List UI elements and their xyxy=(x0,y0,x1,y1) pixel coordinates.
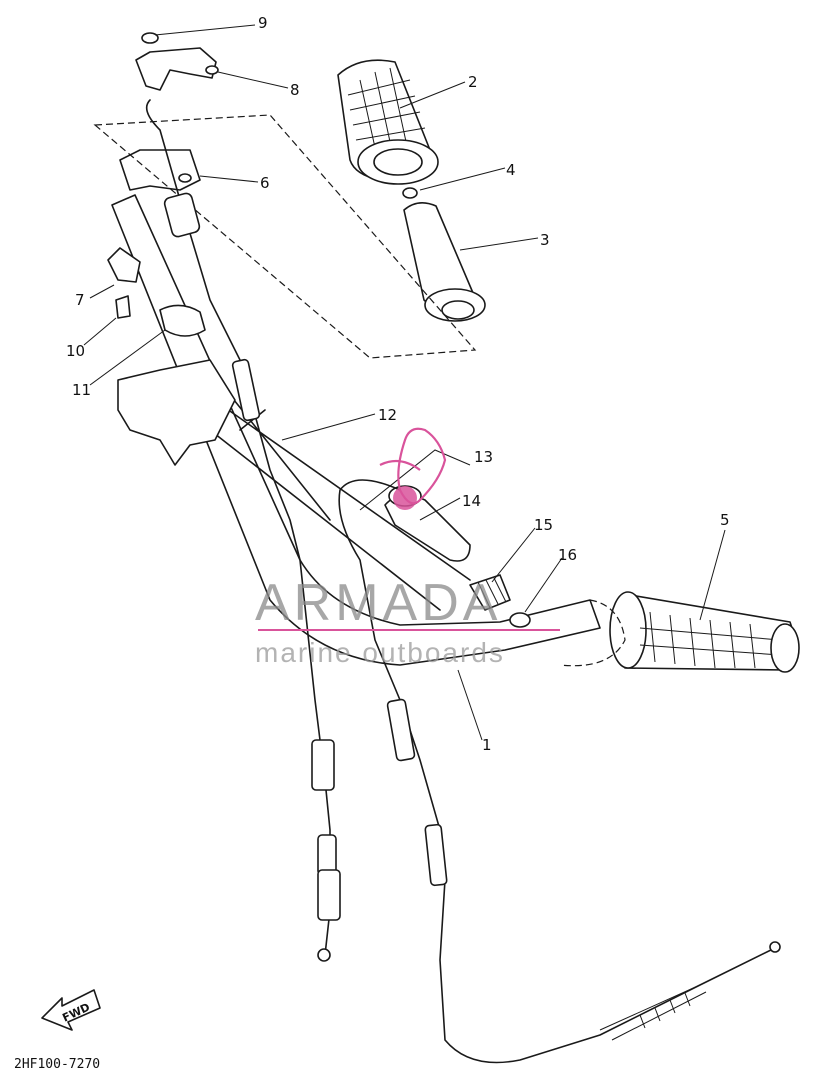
callout-15: 15 xyxy=(534,516,553,534)
callout-10: 10 xyxy=(66,342,85,360)
watermark-tagline: marine outboards xyxy=(255,637,505,668)
watermark: ARMADA marine outboards xyxy=(255,427,560,668)
callout-1: 1 xyxy=(482,736,492,754)
callout-9: 9 xyxy=(258,14,268,32)
fwd-arrow: FWD xyxy=(41,989,101,1031)
throttle-cable xyxy=(145,99,341,962)
callout-7: 7 xyxy=(75,291,85,309)
callout-16: 16 xyxy=(558,546,577,564)
callout-2: 2 xyxy=(468,73,478,91)
locknut xyxy=(509,612,531,628)
callout-3: 3 xyxy=(540,231,550,249)
throttle-sleeve xyxy=(403,202,486,322)
clutch-cable xyxy=(338,479,781,1064)
callouts: 9 8 2 4 3 6 7 10 11 12 13 14 15 16 5 1 xyxy=(66,14,730,754)
watermark-logo-mark xyxy=(379,427,447,505)
callout-12: 12 xyxy=(378,406,397,424)
callout-11: 11 xyxy=(72,381,91,399)
callout-13: 13 xyxy=(474,448,493,466)
explode-box xyxy=(93,114,477,359)
callout-4: 4 xyxy=(506,161,516,179)
adjuster xyxy=(469,574,511,611)
callout-6: 6 xyxy=(260,174,270,192)
watermark-brand: ARMADA xyxy=(255,574,501,632)
lever-holder xyxy=(117,304,236,466)
grip-dash xyxy=(559,599,626,667)
grip-screw xyxy=(402,187,418,199)
switch-bracket xyxy=(107,247,141,319)
callout-5: 5 xyxy=(720,511,730,529)
throttle-grip xyxy=(337,59,439,185)
clamp-upper xyxy=(135,32,219,91)
leader-lines xyxy=(83,24,726,741)
diagram-code: 2HF100-7270 xyxy=(14,1057,100,1072)
callout-8: 8 xyxy=(290,81,300,99)
throttle-housing xyxy=(119,149,201,191)
callout-14: 14 xyxy=(462,492,481,510)
